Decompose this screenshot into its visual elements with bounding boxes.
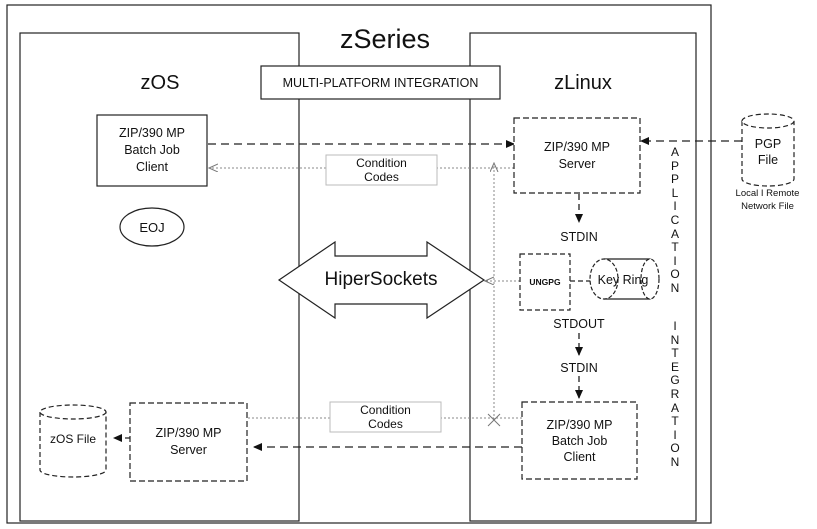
zos-file-cylinder [39,404,107,478]
key-ring-label: Key Ring [597,273,649,287]
zlinux-server-line-2: Server [558,156,596,171]
condition-codes-top-line-2: Codes [364,170,399,184]
zos-server-line-1: ZIP/390 MP [155,426,222,440]
vertical-label-application: A P P L I C A T I O N [670,145,680,295]
outer-frame [6,4,712,524]
eoj-label: EOJ [139,219,165,235]
zlinux-client-box-shape [521,401,638,480]
zos-client-box: ZIP/390 MP Batch Job Client [97,115,207,186]
zlinux-client-line-1: ZIP/390 MP [546,417,613,432]
ungpg-label: UNGPG [529,277,561,287]
eoj-ellipse [119,207,185,247]
pgp-caption: Local I Remote Network File [720,186,815,214]
zos-client-line-3: Client [136,160,168,174]
vertical-label-integration: I N T E G R A T I O N [670,319,680,469]
zlinux-server-box: ZIP/390 MP Server [514,118,640,193]
pgp-caption-line-1: Local I Remote [735,188,800,199]
pgp-file-label: PGP File [742,130,794,174]
zos-client-line-1: ZIP/390 MP [119,126,185,140]
zlinux-server-line-1: ZIP/390 MP [544,139,610,154]
zlinux-client-box: ZIP/390 MP Batch Job Client [522,402,637,479]
key-ring-cylinder [589,258,660,300]
condition-codes-bottom: Condition Codes [330,402,441,432]
ungpg-box-shape [519,253,571,311]
condition-codes-top: Condition Codes [326,155,437,185]
zos-server-box: ZIP/390 MP Server [130,403,247,481]
condition-codes-top-tag [325,154,438,186]
zos-server-box-shape [129,402,248,482]
zos-title: zOS [140,71,180,94]
zos-file-label: zOS File [49,432,96,446]
zlinux-title: zLinux [554,71,612,94]
pgp-file-cylinder [741,113,795,187]
zlinux-client-line-3: Client [563,449,596,464]
zos-client-box-shape [96,114,208,187]
zos-client-line-2: Batch Job [124,143,180,157]
pgp-file-line-2: File [757,153,779,167]
hipersockets-arrow [277,240,486,320]
stdout-label: STDOUT [553,317,605,331]
pgp-file-line-1: PGP [754,137,782,151]
diagram-title: zSeries [339,23,431,54]
banner-box [260,65,501,100]
zos-server-line-2: Server [170,443,207,457]
stdin-label-2: STDIN [560,361,598,375]
pgp-caption-line-2: Network File [741,201,794,212]
zlinux-client-line-2: Batch Job [551,433,608,448]
hipersockets-label: HiperSockets [324,269,438,290]
condition-codes-bottom-line-1: Condition [360,403,411,417]
condition-codes-bottom-tag [329,401,442,433]
cross-mark [487,413,501,427]
banner-label: MULTI-PLATFORM INTEGRATION [282,75,479,90]
stdin-label-1: STDIN [560,230,598,244]
condition-codes-top-line-1: Condition [356,156,407,170]
condition-codes-bottom-line-2: Codes [368,417,403,431]
zlinux-server-box-shape [513,117,641,194]
